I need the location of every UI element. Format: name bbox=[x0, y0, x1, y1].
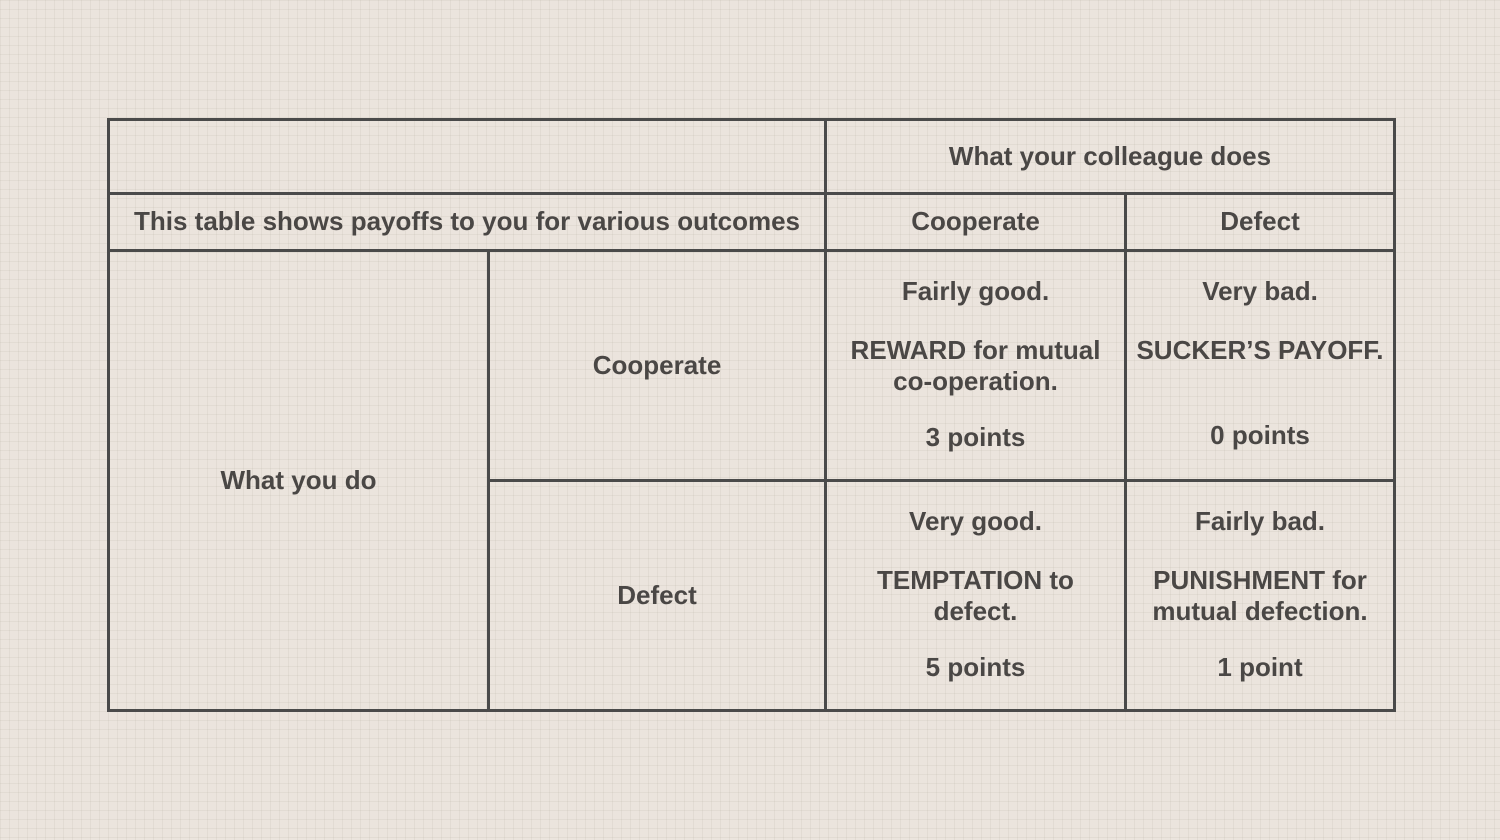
column-header-cooperate: Cooperate bbox=[824, 192, 1127, 252]
empty-corner-cell bbox=[107, 118, 827, 195]
outcome-cell-sucker: Very bad. SUCKER’S PAYOFF. 0 points bbox=[1123, 249, 1397, 482]
outcome-points: 5 points bbox=[925, 651, 1026, 682]
table-row: This table shows payoffs to you for vari… bbox=[107, 192, 1397, 252]
outcome-description: Fairly bad. bbox=[1194, 506, 1326, 536]
outcome-name: REWARD for mutual co-operation. bbox=[850, 335, 1101, 397]
outcome-description: Fairly good. bbox=[901, 276, 1050, 306]
payoff-matrix-container: What your colleague does This table show… bbox=[107, 118, 1397, 712]
table-subtitle: This table shows payoffs to you for vari… bbox=[107, 192, 827, 252]
row-header-defect: Defect bbox=[487, 479, 827, 712]
row-header-cooperate: Cooperate bbox=[487, 249, 827, 482]
outcome-points: 0 points bbox=[1210, 420, 1310, 451]
colleague-header: What your colleague does bbox=[823, 118, 1397, 195]
outcome-cell-temptation: Very good. TEMPTATION to defect. 5 point… bbox=[824, 479, 1127, 712]
outcome-name: TEMPTATION to defect. bbox=[877, 565, 1074, 627]
column-header-defect: Defect bbox=[1123, 192, 1397, 252]
outcome-cell-punishment: Fairly bad. PUNISHMENT for mutual defect… bbox=[1123, 479, 1397, 712]
table-row: What you do Cooperate Fairly good. REWAR… bbox=[107, 249, 1397, 712]
outcome-description: Very bad. bbox=[1202, 276, 1318, 306]
table-row: Defect Very good. TEMPTATION to defect. … bbox=[109, 479, 1397, 712]
outcome-points: 3 points bbox=[925, 421, 1026, 452]
table-row: What your colleague does bbox=[107, 118, 1397, 195]
outcome-cell-reward: Fairly good. REWARD for mutual co-operat… bbox=[824, 249, 1127, 482]
outcome-name: PUNISHMENT for mutual defection. bbox=[1152, 565, 1368, 627]
payoff-matrix-table: What your colleague does This table show… bbox=[107, 118, 1397, 712]
outcome-name: SUCKER’S PAYOFF. bbox=[1136, 335, 1384, 366]
outcome-points: 1 point bbox=[1217, 651, 1303, 682]
you-row-label: What you do bbox=[107, 249, 490, 712]
outcome-description: Very good. bbox=[909, 506, 1042, 536]
